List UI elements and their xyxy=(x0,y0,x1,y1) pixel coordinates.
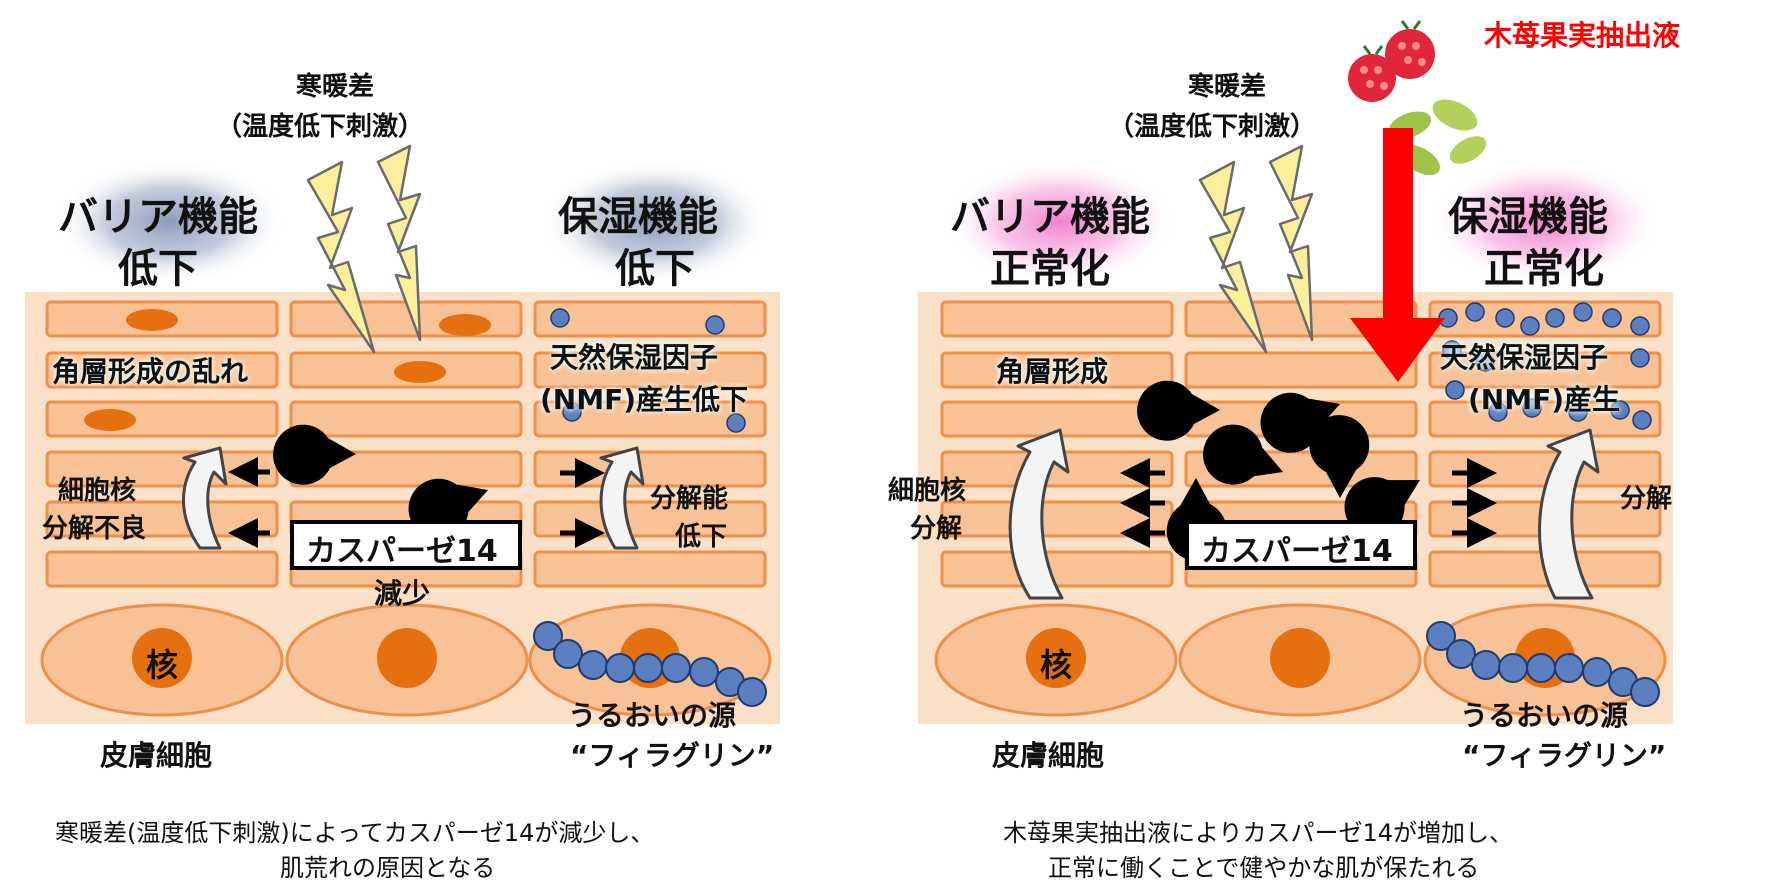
curved-up-arrow-icon xyxy=(182,446,645,550)
caption-line-1: 寒暖差(温度低下刺激)によってカスパーゼ14が減少し、 xyxy=(55,819,655,847)
residual-nuclei xyxy=(84,309,491,431)
stimulus-label: 寒暖差 xyxy=(296,72,375,102)
nmf-dots xyxy=(550,308,746,433)
nucleus-status-label: 細胞核 xyxy=(58,476,137,506)
decomp-status-label: 分解能 xyxy=(650,484,729,514)
nucleus-char: 核 xyxy=(146,646,179,684)
keratin-label: 角層形成 xyxy=(996,355,1109,388)
keratin-label: 角層形成の乱れ xyxy=(52,355,249,388)
filaggrin-chain-icon xyxy=(1426,621,1660,707)
caption-line-2: 肌荒れの原因となる xyxy=(280,854,496,882)
down-arrow-icon xyxy=(1350,128,1445,382)
filaggrin-chain-icon xyxy=(533,621,767,707)
caption-line-2: 正常に働くことで健やかな肌が保たれる xyxy=(1048,854,1480,882)
nucleus-char: 核 xyxy=(1040,646,1073,684)
moisture-status-sub: 正常化 xyxy=(1484,246,1604,292)
barrier-glow xyxy=(945,160,1175,284)
left-panel xyxy=(25,144,780,724)
filaggrin-label: うるおいの源 xyxy=(568,699,737,732)
right-panel xyxy=(918,20,1673,724)
curved-up-arrow-icon xyxy=(1008,428,1600,600)
caspase-label: カスパーゼ14 xyxy=(1201,534,1393,569)
nmf-sub-label: (NMF)産生低下 xyxy=(540,383,749,416)
skin-cell-label: 皮膚細胞 xyxy=(100,739,213,772)
barrier-status-title: バリア機能 xyxy=(950,194,1150,240)
stimulus-sub-label: （温度低下刺激） xyxy=(1108,112,1317,142)
nucleus-status-label: 細胞核 xyxy=(888,476,967,506)
left-arrow-icon xyxy=(228,457,270,548)
right-arrow-icon xyxy=(1452,458,1497,548)
barrier-status-sub: 低下 xyxy=(118,246,198,292)
barrier-status-title: バリア機能 xyxy=(58,194,258,240)
nmf-sub-label: (NMF)産生 xyxy=(1468,383,1621,416)
filaggrin-sub-label: “フィラグリン” xyxy=(1462,739,1667,772)
nmf-label: 天然保湿因子 xyxy=(1440,341,1609,374)
caspase-box xyxy=(290,520,522,570)
stimulus-sub-label: （温度低下刺激） xyxy=(216,112,425,142)
moisture-status-sub: 低下 xyxy=(615,246,695,292)
decomp-status-label: 分解 xyxy=(1620,484,1673,514)
barrier-glow xyxy=(55,160,285,284)
nucleus-status-sub: 分解 xyxy=(910,514,963,544)
decomp-status-sub: 低下 xyxy=(675,522,728,552)
barrier-status-sub: 正常化 xyxy=(990,246,1110,292)
right-arrow-icon xyxy=(560,458,605,548)
caspase-label: カスパーゼ14 xyxy=(306,534,498,569)
lightning-bolt-icon xyxy=(306,144,422,354)
skin-cell-label: 皮膚細胞 xyxy=(992,739,1105,772)
moisture-glow xyxy=(1430,160,1660,284)
nmf-dots xyxy=(1438,302,1652,430)
nmf-label: 天然保湿因子 xyxy=(550,341,719,374)
left-arrow-icon xyxy=(1120,458,1165,548)
decrease-label: 減少 xyxy=(374,577,431,610)
caption-line-1: 木苺果実抽出液によりカスパーゼ14が増加し、 xyxy=(1003,819,1514,847)
nucleus-status-sub: 分解不良 xyxy=(42,514,147,544)
moisture-glow xyxy=(540,160,770,284)
extract-label: 木苺果実抽出液 xyxy=(1484,19,1681,52)
filaggrin-label: うるおいの源 xyxy=(1460,699,1629,732)
lightning-bolt-icon xyxy=(1198,144,1314,354)
moisture-status-title: 保湿機能 xyxy=(1448,194,1608,240)
caspase-box xyxy=(1185,520,1417,570)
raspberry-icon xyxy=(1348,20,1487,176)
filaggrin-sub-label: “フィラグリン” xyxy=(570,739,775,772)
moisture-status-title: 保湿機能 xyxy=(558,194,718,240)
stimulus-label: 寒暖差 xyxy=(1188,72,1267,102)
